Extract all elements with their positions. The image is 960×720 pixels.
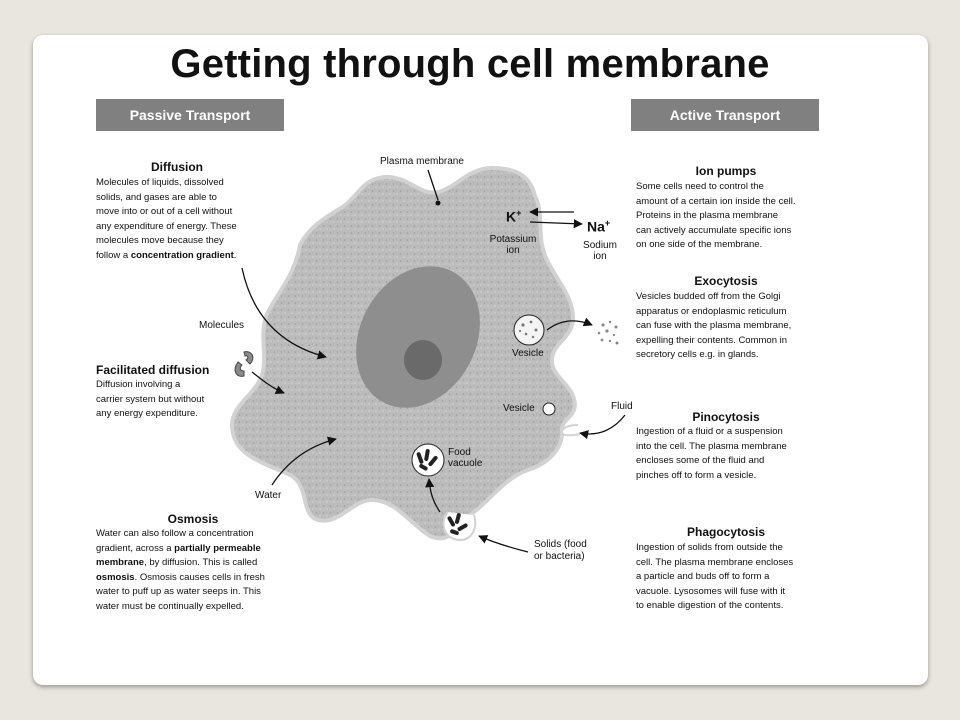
passive-transport-header: Passive Transport bbox=[96, 99, 284, 131]
exocytosis-vesicle bbox=[513, 314, 545, 346]
diffusion-arrow bbox=[241, 267, 327, 360]
facilitated-diffusion-title: Facilitated diffusion bbox=[96, 363, 210, 377]
plasma-membrane-pointer bbox=[427, 169, 439, 201]
pinocytosis-title: Pinocytosis bbox=[692, 410, 760, 424]
molecules-label: Molecules bbox=[199, 320, 245, 331]
nucleus bbox=[356, 266, 480, 408]
phagocytosis-body: Ingestion of solids from outside the cel… bbox=[636, 542, 794, 612]
solids-arrow bbox=[478, 535, 529, 553]
diffusion-title: Diffusion bbox=[151, 160, 203, 174]
expelled-contents bbox=[597, 320, 619, 345]
facilitated-arrow bbox=[251, 371, 285, 395]
exocytosis-arrow bbox=[546, 317, 593, 331]
pinocytosis-vesicle bbox=[542, 402, 556, 416]
carrier-molecule bbox=[234, 351, 254, 377]
food-vacuole-bacteria bbox=[416, 449, 438, 471]
exocytosis-title: Exocytosis bbox=[694, 274, 758, 288]
vesicle-contents bbox=[518, 320, 538, 339]
facilitated-diffusion-body: Diffusion involving a carrier system but… bbox=[96, 379, 205, 420]
vesicle-label-pinocytosis: Vesicle bbox=[503, 403, 535, 414]
fluid-label: Fluid bbox=[611, 401, 633, 412]
solids-bacteria bbox=[447, 513, 468, 536]
osmosis-arrow bbox=[271, 436, 337, 486]
page-title: Getting through cell membrane bbox=[170, 42, 770, 86]
ion-pumps-body: Some cells need to control the amount of… bbox=[636, 181, 796, 251]
exocytosis-body: Vesicles budded off from the Golgi appar… bbox=[636, 291, 792, 361]
nucleolus bbox=[404, 340, 442, 380]
water-label: Water bbox=[255, 490, 282, 501]
osmosis-title: Osmosis bbox=[167, 512, 219, 526]
sodium-symbol: Na+ bbox=[587, 218, 611, 235]
vacuole-arrow bbox=[425, 478, 441, 513]
active-transport-header: Active Transport bbox=[631, 99, 819, 131]
ion-pumps-title: Ion pumps bbox=[695, 164, 757, 178]
pinocytosis-notch bbox=[560, 424, 581, 437]
vesicle-label-exocytosis: Vesicle bbox=[512, 348, 544, 359]
plasma-membrane-label: Plasma membrane bbox=[380, 156, 464, 167]
phagocytosis-title: Phagocytosis bbox=[686, 525, 766, 539]
pinocytosis-arrow bbox=[579, 414, 626, 440]
pinocytosis-body: Ingestion of a fluid or a suspension int… bbox=[636, 426, 787, 481]
ion-to-na-arrow bbox=[529, 219, 583, 229]
osmosis-body: Water can also follow a concentration gr… bbox=[96, 528, 265, 612]
diffusion-body: Molecules of liquids, dissolved solids, … bbox=[96, 177, 237, 261]
potassium-symbol: K+ bbox=[506, 208, 522, 225]
plasma-membrane-dot bbox=[435, 200, 441, 206]
